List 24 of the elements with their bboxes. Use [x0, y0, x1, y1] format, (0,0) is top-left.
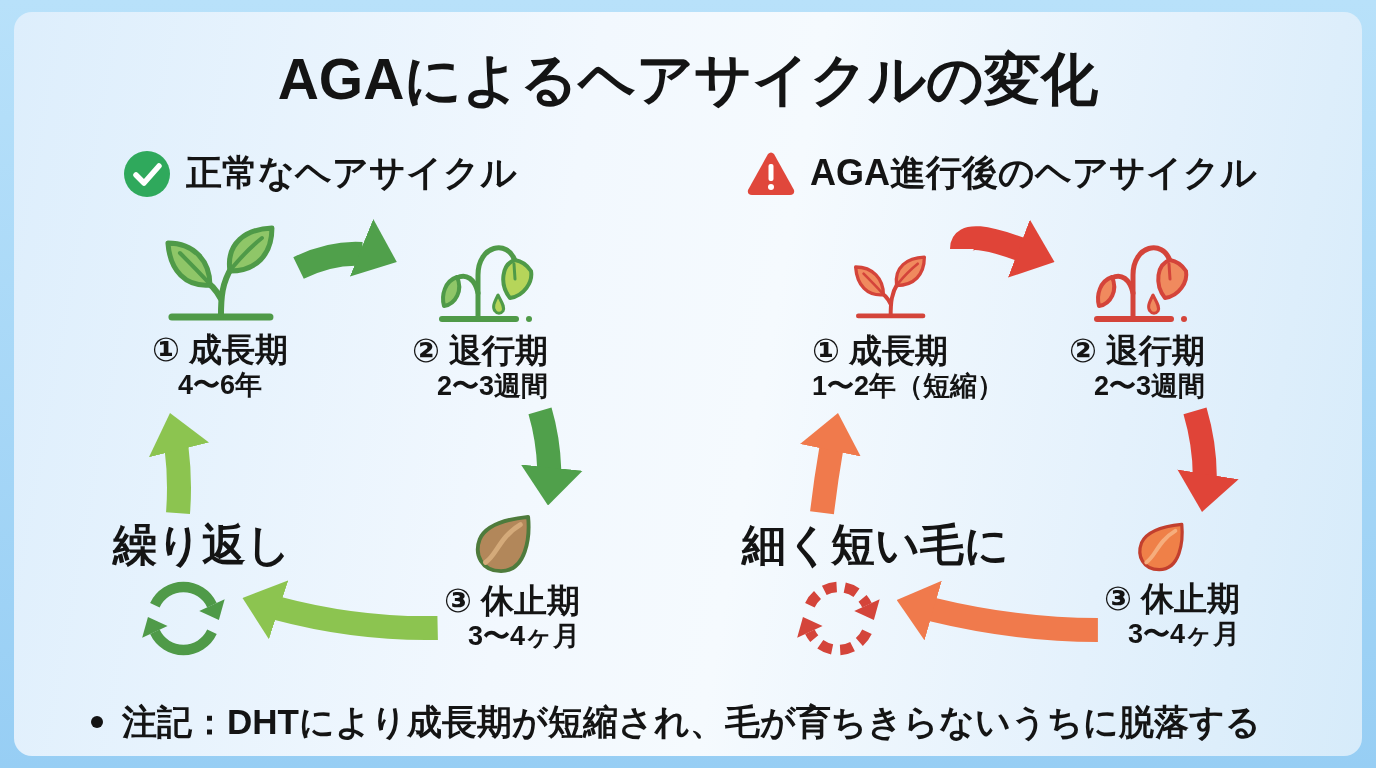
duration-label: 4〜6年 [178, 369, 262, 401]
stage-label: ① 成長期 [812, 332, 949, 370]
arrow [520, 407, 583, 507]
dashed-cycle-arrows-icon [795, 580, 883, 657]
section-heading: 正常なヘアサイクル [186, 151, 517, 195]
duration-label: 3〜4ヶ月 [1127, 618, 1240, 650]
stage-label: ② 退行期 [1068, 332, 1205, 370]
note-text: 注記：DHTにより成長期が短縮され、毛が育ちきらないうちに脱落する [122, 701, 1261, 743]
stage-label: ② 退行期 [411, 332, 548, 370]
stage-label: ③ 休止期 [443, 582, 580, 620]
stage-label: ③ 休止期 [1103, 580, 1240, 618]
arrow [1176, 407, 1238, 514]
duration-label: 2〜3週間 [1093, 370, 1205, 402]
duration-label: 1〜2年（短縮） [812, 370, 1005, 402]
title: AGAによるヘアサイクルの変化 [277, 46, 1099, 112]
duration-label: 3〜4ヶ月 [467, 620, 580, 652]
stage-label: ① 成長期 [151, 331, 289, 369]
arrow [800, 410, 861, 515]
arrow [148, 410, 209, 514]
duration-label: 2〜3週間 [436, 370, 548, 402]
cycle-label: 繰り返し [113, 520, 291, 570]
cycle-arrows-icon [140, 580, 228, 657]
section-heading: AGA進行後のヘアサイクル [810, 151, 1257, 195]
cycle-label: 細く短い毛に [742, 520, 1009, 570]
